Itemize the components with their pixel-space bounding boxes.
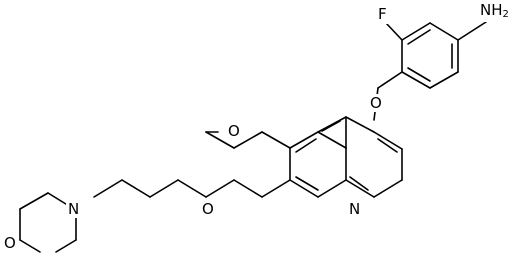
bond xyxy=(289,131,319,149)
bond xyxy=(93,179,123,198)
bond xyxy=(377,71,403,89)
quinoline-nitrogen-label: N xyxy=(347,200,363,218)
bond xyxy=(407,29,431,45)
bond xyxy=(295,138,317,153)
fluorine-atom: F xyxy=(378,5,387,23)
label-background xyxy=(200,200,216,218)
methoxy-oxygen-atom: O xyxy=(228,122,240,140)
bond-lines xyxy=(19,21,487,253)
bond xyxy=(233,131,263,149)
bond xyxy=(261,131,291,149)
bond xyxy=(345,116,375,133)
bond xyxy=(19,239,41,253)
bond xyxy=(317,131,347,149)
fluorine-label: F xyxy=(375,4,391,24)
bond xyxy=(373,179,403,198)
amine-group: NH2 xyxy=(480,1,509,20)
morpholine-oxygen-label: O xyxy=(2,234,18,252)
label-background xyxy=(66,200,82,218)
bond xyxy=(121,179,151,198)
atom-labels: F NH2 O O O N N O xyxy=(2,0,516,252)
propoxy-oxygen-label: O xyxy=(200,200,216,218)
bond xyxy=(177,179,207,198)
bond xyxy=(385,22,403,41)
bond xyxy=(377,138,398,153)
morpholine-nitrogen-label: N xyxy=(66,200,82,218)
bond xyxy=(261,179,291,198)
bond xyxy=(373,131,403,150)
bond xyxy=(457,21,487,41)
bond xyxy=(233,179,263,198)
bond xyxy=(401,71,431,89)
methoxy-oxygen-label: O xyxy=(226,122,242,140)
propoxy-oxygen-atom: O xyxy=(202,200,214,218)
label-background xyxy=(478,0,516,22)
amine-symbol: NH xyxy=(480,1,503,19)
bond xyxy=(289,179,319,198)
bond xyxy=(55,239,77,253)
bond xyxy=(349,176,369,191)
aryl-ether-oxygen-label: O xyxy=(368,94,384,112)
quinoline-nitrogen-atom: N xyxy=(349,200,360,218)
bond xyxy=(401,22,431,41)
bond xyxy=(295,176,319,191)
label-background xyxy=(347,200,363,218)
amine-subscript: 2 xyxy=(503,9,509,20)
morpholine-nitrogen-atom: N xyxy=(68,200,79,218)
bond xyxy=(317,179,347,198)
bond xyxy=(205,131,235,149)
label-background xyxy=(226,122,242,140)
amine-label: NH2 xyxy=(478,0,516,22)
label-background xyxy=(375,4,391,24)
label-background xyxy=(368,94,384,112)
bond xyxy=(205,179,235,198)
bond xyxy=(345,179,375,198)
label-background xyxy=(2,234,18,252)
bond xyxy=(429,22,459,41)
bond xyxy=(321,120,341,132)
bond xyxy=(149,179,179,198)
bond xyxy=(429,71,459,89)
bond xyxy=(317,116,347,133)
aryl-ether-oxygen-atom: O xyxy=(370,94,382,112)
bond xyxy=(407,67,431,82)
bond xyxy=(19,192,49,210)
morpholine-oxygen-atom: O xyxy=(4,234,16,252)
